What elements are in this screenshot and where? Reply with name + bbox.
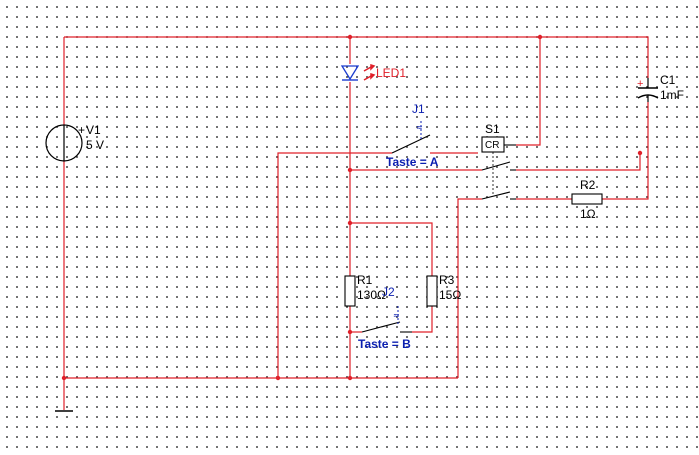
v1-plus-sign: + [78,123,85,137]
wire-j1-left [277,152,392,378]
led-light-arrows-icon [363,63,376,81]
junction [347,167,353,173]
v1-name-label: V1 [86,123,101,137]
r2-value-label: 1Ω [580,207,596,221]
resistor-r3-body [426,275,438,307]
r1-value-label: 130Ω [357,288,386,302]
c1-value-label: 1mF [660,88,684,102]
wire-r3-bottom [412,306,433,333]
junction [347,220,353,226]
r1-name-label: R1 [357,273,373,287]
switch-j2-spring-icon: ≈ [393,311,400,320]
switch-j1: ≈ J1 Taste = A [386,102,439,169]
switch-j2-blade [361,321,401,333]
wire-r3-top [350,222,433,276]
v1-value-label: 5 V [86,138,104,152]
relay-switch-lower-blade [481,191,511,200]
junction [347,34,353,40]
c1-name-label: C1 [660,73,676,87]
wire-s1-upper [516,37,541,146]
resistor-r3: R3 15Ω [426,273,461,307]
wires [63,36,649,410]
resistor-r2-body [571,193,603,205]
c1-plus-sign: + [637,78,643,90]
switch-j1-spring-icon: ≈ [416,123,423,132]
junction [347,375,353,381]
led1-name-label: LED1 [376,66,406,80]
r3-name-label: R3 [439,273,455,287]
junction [61,375,67,381]
led-led1: LED1 [340,63,406,81]
junction [537,34,543,40]
resistor-r2: R2 1Ω [571,178,603,221]
switch-j1-blade [391,134,431,154]
wire-s1-right [516,153,641,171]
switch-j2: ≈ J2 Taste = B [358,285,412,351]
wire-c1-down [602,102,649,200]
wire-r2-left [457,198,482,378]
junction [637,150,643,156]
s1-type-label: CR [485,140,499,151]
relay-switch-mid-blade [481,161,511,171]
j2-key-label: Taste = B [358,337,411,351]
j1-key-label: Taste = A [386,155,439,169]
junction [347,329,353,335]
relay-switch-s1: CR S1 [481,122,516,200]
voltage-source-v1: + V1 5 V [45,123,104,162]
resistor-r1-body [344,275,356,307]
j1-name-label: J1 [412,102,425,116]
capacitor-c1: + C1 1mF [637,73,684,102]
led-triangle [340,65,360,81]
junction [275,375,281,381]
r2-name-label: R2 [580,178,596,192]
junctions [61,34,643,381]
r3-value-label: 15Ω [439,288,461,302]
resistor-r1: R1 130Ω [344,273,386,307]
j2-name-label: J2 [382,285,395,299]
s1-name-label: S1 [485,122,500,136]
wire-top-right [350,36,649,78]
